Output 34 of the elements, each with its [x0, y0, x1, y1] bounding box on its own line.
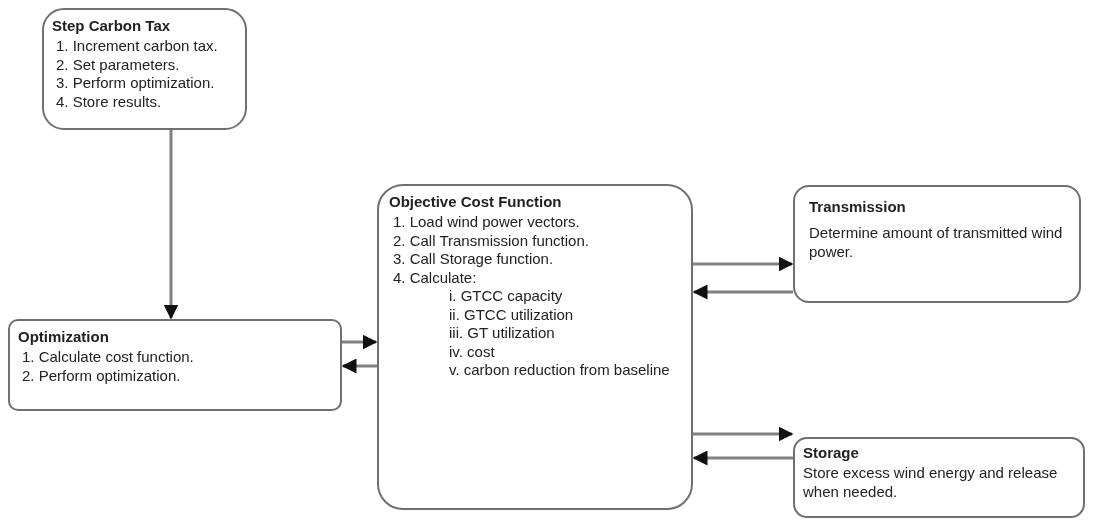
list-item: 4. Calculate: [392, 268, 478, 287]
list-item: 1. Calculate cost function. [21, 348, 195, 367]
box-heading: Storage [803, 443, 860, 462]
arrow [692, 284, 793, 300]
box-heading: Objective Cost Function [389, 192, 563, 211]
process-box [42, 8, 247, 130]
description-text: Store excess wind energy and release when needed. [803, 464, 1059, 501]
arrow [693, 256, 794, 272]
arrow [692, 450, 793, 466]
list-item: 1. Increment carbon tax. [55, 37, 219, 56]
process-box [8, 319, 342, 411]
arrow [693, 426, 794, 442]
list-item: 1. Load wind power vectors. [392, 213, 581, 232]
description-text: Determine amount of transmitted wind power. [809, 224, 1064, 261]
list-item: 3. Call Storage function. [392, 250, 555, 269]
process-box [793, 185, 1081, 303]
arrow [342, 334, 378, 350]
process-box [793, 437, 1085, 518]
list-item: ii. GTCC utilization [448, 305, 575, 324]
list-item: iii. GT utilization [448, 324, 556, 343]
box-heading: Optimization [18, 327, 110, 346]
list-item: 4. Store results. [55, 92, 163, 111]
box-heading: Transmission [809, 197, 907, 216]
box-heading: Step Carbon Tax [52, 16, 172, 35]
list-item: 2. Perform optimization. [21, 366, 182, 385]
list-item: 3. Perform optimization. [55, 74, 216, 93]
process-box [377, 184, 693, 510]
arrow [163, 130, 179, 320]
list-item: v. carbon reduction from baseline [448, 361, 671, 380]
list-item: iv. cost [448, 342, 496, 361]
list-item: 2. Call Transmission function. [392, 231, 590, 250]
arrow [341, 358, 377, 374]
list-item: i. GTCC capacity [448, 287, 564, 306]
list-item: 2. Set parameters. [55, 55, 181, 74]
